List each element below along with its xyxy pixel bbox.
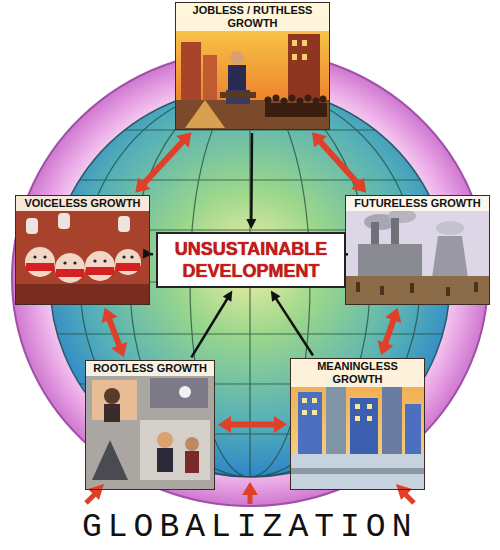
arrow-head [218,416,231,433]
arrow-head [111,342,127,357]
ring-double-arrow [377,308,401,355]
panel-illustration [15,195,150,305]
arrow-head [143,249,153,259]
ring-double-arrow [102,308,128,357]
arrow-head [312,132,327,147]
center-title: UNSUSTAINABLE DEVELOPMENT [166,238,336,282]
arrow-head [351,177,366,192]
flow-arrow [246,133,256,229]
panel-illustration [85,360,215,490]
growth-panel: MEANINGLESS GROWTH [290,358,425,490]
panel-title: VOICELESS GROWTH [16,196,149,211]
growth-panel: JOBLESS / RUTHLESS GROWTH [175,2,330,130]
connector-line [320,141,358,184]
arrow-head [274,416,287,433]
panel-illustration [345,195,490,305]
ring-double-arrow [312,132,366,193]
arrow-head [246,219,256,229]
connector-line [276,298,313,355]
globalization-arrow [86,482,414,504]
arrow-head [176,132,191,147]
panel-illustration [290,358,425,490]
ring-double-arrow [218,416,287,433]
flow-arrow [143,249,153,259]
growth-panel: ROOTLESS GROWTH [85,360,215,490]
connector-line [109,319,119,346]
connector-line [143,141,183,184]
growth-panel: FUTURELESS GROWTH [345,195,490,305]
panel-title: JOBLESS / RUTHLESS GROWTH [176,3,329,31]
connector-line [230,421,275,427]
arrow-head [135,177,150,192]
arrow-head [377,340,393,355]
panel-title: FUTURELESS GROWTH [346,196,489,211]
arrow-head [223,291,232,302]
caption-label: GLOBALIZATION [82,510,417,546]
center-box: UNSUSTAINABLE DEVELOPMENT [156,232,346,288]
panel-title: MEANINGLESS GROWTH [291,359,424,387]
panel-title: ROOTLESS GROWTH [86,361,214,376]
arrow-head [385,308,401,323]
connector-line [250,133,253,220]
arrow-head [271,291,281,302]
ring-double-arrow [135,132,191,193]
connector-line [191,298,227,357]
growth-panel: VOICELESS GROWTH [15,195,150,305]
flow-arrow [191,291,232,358]
arrow-head [102,308,118,323]
flow-arrow [271,291,313,356]
panel-illustration [175,2,330,130]
connector-line [385,319,393,344]
